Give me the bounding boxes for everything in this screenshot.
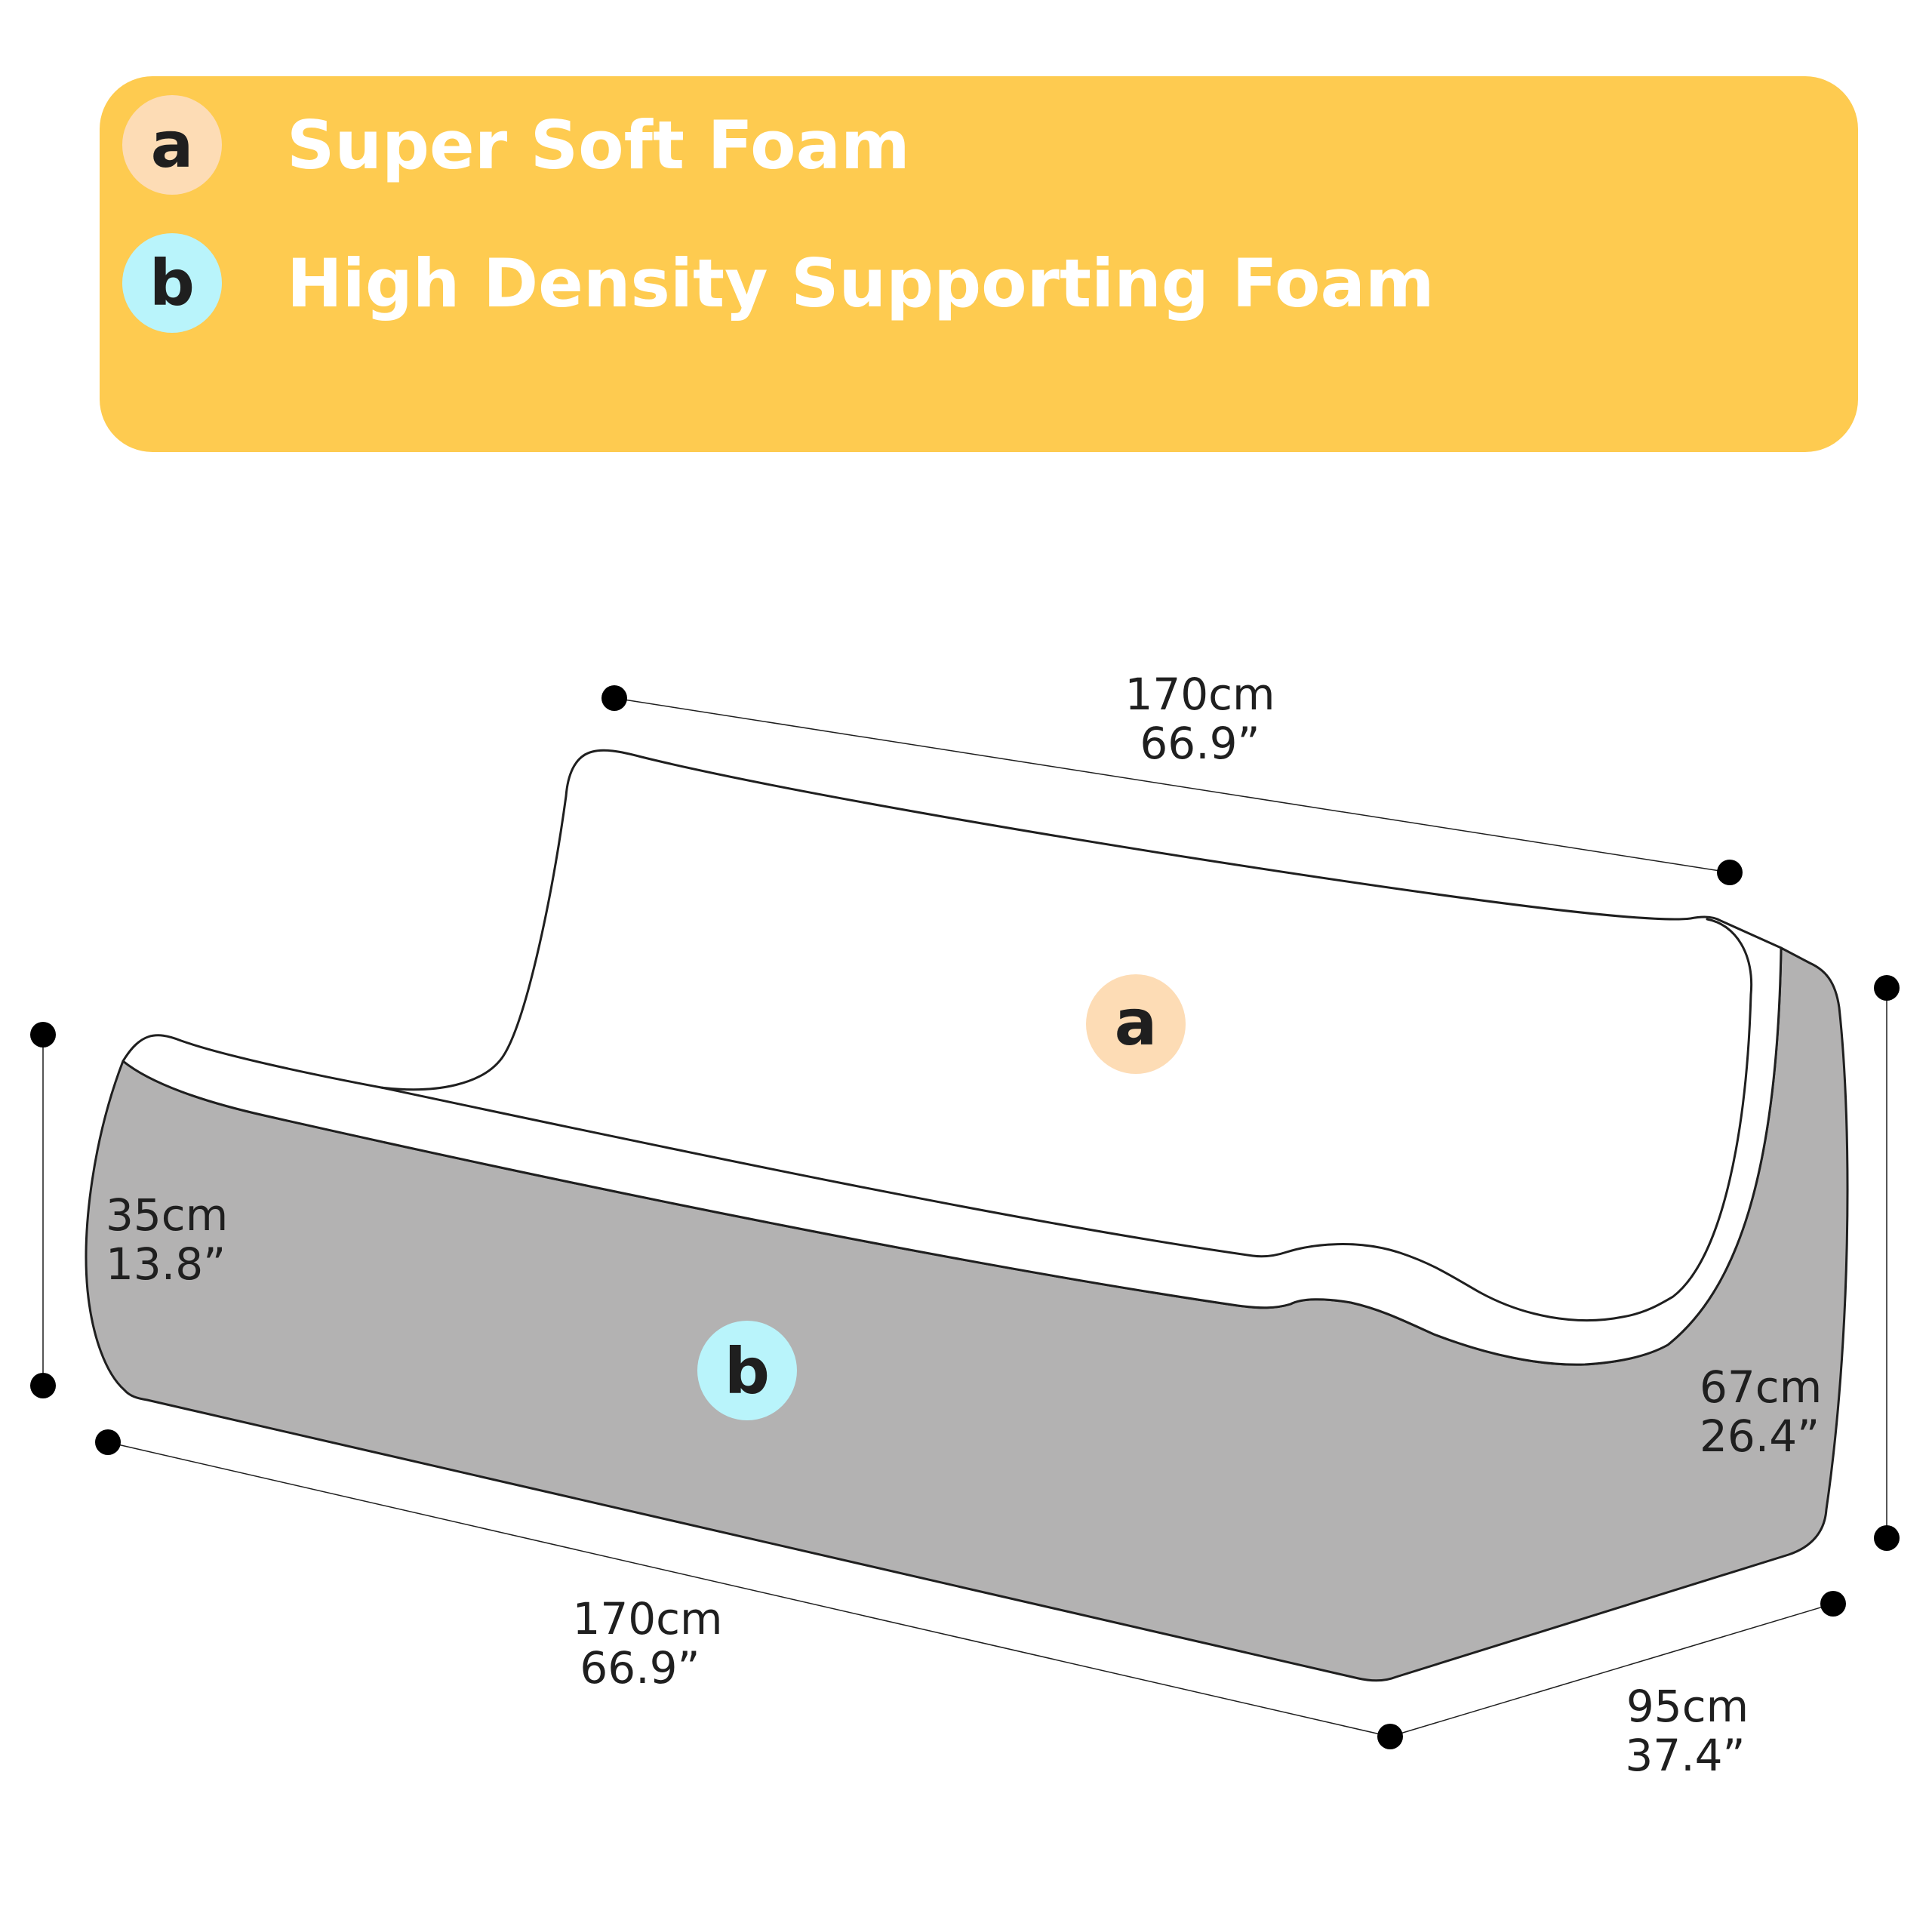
dim-line-front-length [107,1441,1391,1737]
dim-dot [30,1373,56,1398]
dim-dot [601,685,627,711]
dim-depth-imperial: 37.4” [1625,1730,1745,1781]
dim-dot [1377,1724,1403,1749]
seat-outline [380,918,1753,1322]
dim-back-length-metric: 170cm [1124,669,1275,720]
dim-dot [1874,975,1900,1001]
legend-item-high-density-foam: b High Density Supporting Foam [122,232,1435,334]
legend-item-super-soft-foam: a Super Soft Foam [122,94,910,196]
dim-dot [1874,1525,1900,1551]
dim-front-length-imperial: 66.9” [580,1642,700,1694]
marker-b-label: b [724,1334,770,1408]
dim-line-back-length [614,697,1730,873]
dim-dot [1820,1591,1846,1617]
dim-back-length-imperial: 66.9” [1140,718,1260,769]
legend-box [100,76,1858,452]
legend-badge-b: b [122,233,222,333]
dim-depth-metric: 95cm [1626,1681,1749,1732]
dim-side-height-imperial: 13.8” [106,1238,226,1290]
dim-line-depth [1389,1603,1834,1737]
dim-dot [95,1429,121,1455]
dim-dot [30,1022,56,1048]
legend-label-super-soft-foam: Super Soft Foam [287,106,910,184]
marker-a-label: a [1115,986,1158,1060]
marker-a-circle [1086,974,1186,1074]
dim-back-height-imperial: 26.4” [1700,1411,1820,1462]
dim-front-length-metric: 170cm [572,1593,722,1644]
dim-side-height-metric: 35cm [106,1189,228,1241]
dim-back-height-metric: 67cm [1700,1361,1822,1413]
legend-badge-a: a [122,95,222,195]
soft-foam-shape [122,749,1783,1366]
legend-label-high-density-foam: High Density Supporting Foam [287,244,1435,322]
dim-dot [1717,860,1743,885]
marker-b-circle [697,1321,797,1420]
